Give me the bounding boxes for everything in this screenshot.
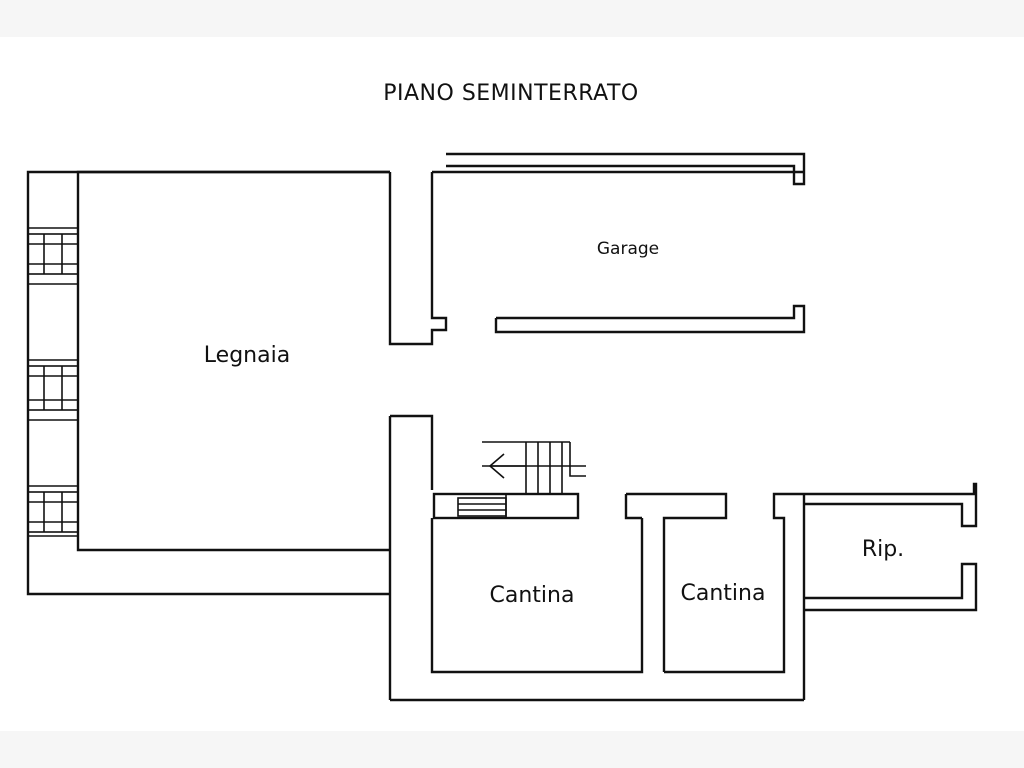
plan-title: PIANO SEMINTERRATO (383, 81, 638, 106)
central-wall-upper (388, 172, 448, 346)
room-label-cantina-2: Cantina (681, 581, 766, 606)
drawing-sheet (0, 37, 1024, 731)
legnaia-window-1 (27, 233, 79, 275)
room-label-cantina-1: Cantina (490, 583, 575, 608)
staircase (432, 441, 586, 520)
garage-walls (432, 152, 806, 334)
central-wall-lower (388, 414, 434, 700)
arrow-left-icon (488, 453, 526, 479)
room-label-legnaia: Legnaia (204, 343, 290, 368)
room-label-garage: Garage (597, 239, 659, 259)
cantina-1-walls (430, 492, 728, 674)
room-label-ripostiglio: Rip. (862, 537, 904, 562)
ripostiglio-walls (804, 482, 978, 612)
legnaia-window-2 (27, 365, 79, 411)
legnaia-walls (26, 170, 390, 596)
legnaia-window-3 (27, 491, 79, 533)
